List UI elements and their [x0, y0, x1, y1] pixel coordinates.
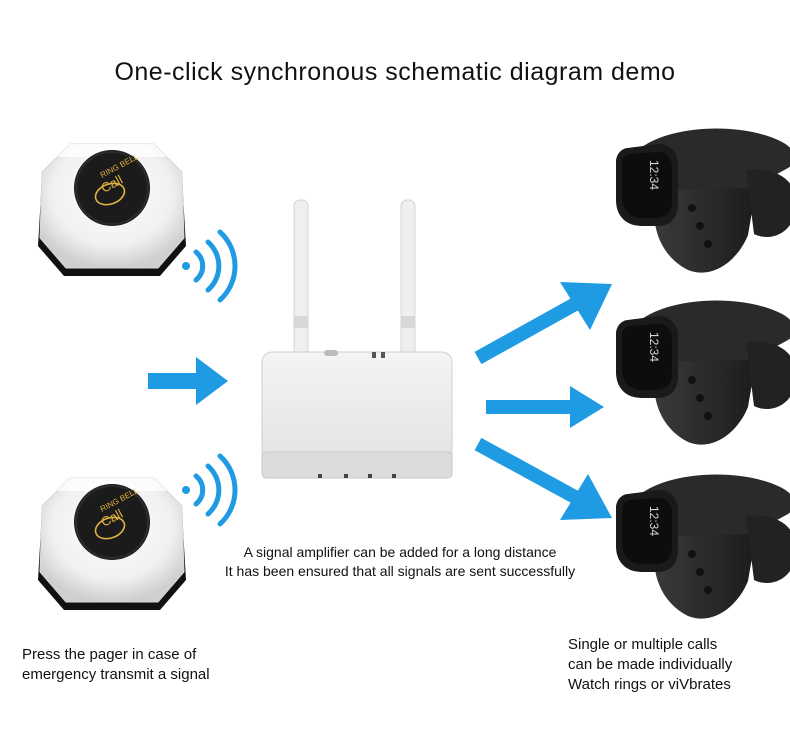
- caption-watch: Single or multiple calls can be made ind…: [568, 635, 732, 695]
- caption-pager: Press the pager in case of emergency tra…: [22, 645, 210, 685]
- arrow-to-watch-bottom: [474, 437, 612, 520]
- caption-amplifier-line-1: A signal amplifier can be added for a lo…: [243, 544, 557, 560]
- watch-top: [616, 128, 790, 273]
- wifi-signal-icon-top: [182, 229, 238, 303]
- watch-bottom: [616, 474, 790, 619]
- caption-watch-line-2: can be made individually: [568, 656, 733, 673]
- diagram-title: One-click synchronous schematic diagram …: [114, 58, 676, 86]
- watch-middle-time: 12:34: [647, 332, 661, 362]
- arrow-to-amplifier: [148, 357, 228, 405]
- caption-amplifier: A signal amplifier can be added for a lo…: [180, 543, 620, 581]
- watch-middle: [616, 300, 790, 445]
- caption-amplifier-line-2: It has been ensured that all signals are…: [224, 563, 576, 579]
- watch-bottom-time: 12:34: [647, 506, 661, 536]
- caption-watch-line-3: Watch rings or viVbrates: [568, 676, 731, 693]
- arrow-to-watch-top: [474, 282, 612, 365]
- signal-amplifier: [261, 199, 453, 479]
- caption-pager-line-2: emergency transmit a signal: [22, 666, 210, 683]
- wifi-signal-icon-bottom: [182, 453, 238, 527]
- watch-top-time: 12:34: [647, 160, 661, 190]
- arrow-to-watch-middle: [486, 386, 604, 428]
- caption-watch-line-1: Single or multiple calls: [568, 636, 718, 653]
- caption-pager-line-1: Press the pager in case of: [22, 646, 197, 663]
